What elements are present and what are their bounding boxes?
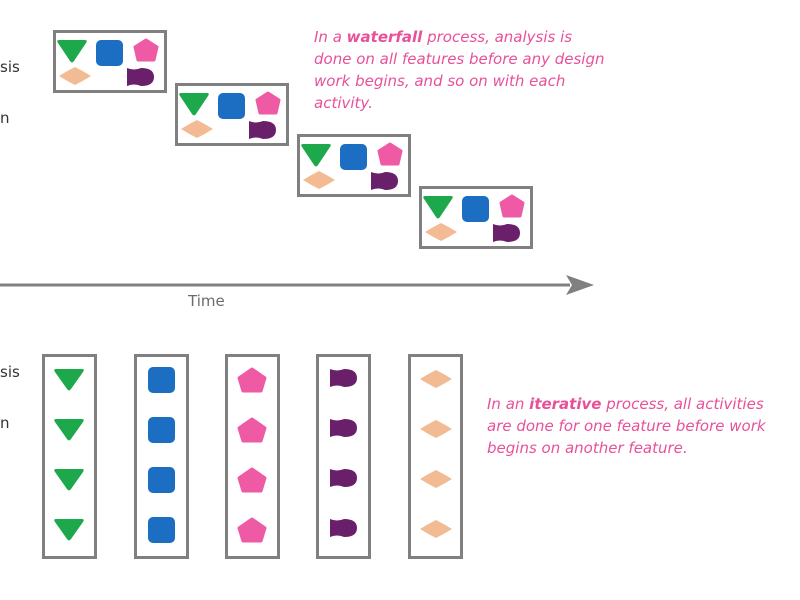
waterfall-keyword: waterfall: [346, 28, 423, 46]
iterative-keyword: iterative: [529, 395, 602, 413]
square-icon: [148, 417, 175, 443]
triangle-icon: [54, 369, 84, 391]
iterative-note: In an iterative process, all activities …: [487, 393, 767, 459]
waterfall-note: In a waterfall process, analysis is done…: [314, 26, 614, 114]
diamond-icon: [420, 370, 452, 388]
triangle-icon: [54, 419, 84, 441]
bowtie-icon: [371, 172, 398, 190]
diamond-icon: [420, 420, 452, 438]
square-icon: [340, 144, 367, 170]
triangle-icon: [179, 93, 209, 116]
pentagon-icon: [237, 367, 267, 393]
waterfall-stage-2: [175, 83, 289, 146]
diamond-icon: [420, 520, 452, 538]
row-label-design-bottom: n: [0, 414, 10, 432]
diamond-icon: [59, 67, 91, 85]
iterative-column-triangle: [42, 354, 97, 559]
diamond-icon: [425, 223, 457, 241]
stage-shapes: [57, 38, 159, 86]
iterative-column-pentagon: [225, 354, 280, 559]
iterative-note-suffix: process, all activities are done for one…: [487, 395, 766, 457]
pentagon-icon: [133, 38, 159, 62]
stage-shapes: [423, 194, 525, 242]
bowtie-icon: [127, 68, 154, 86]
square-icon: [148, 367, 175, 393]
column-shapes: [54, 369, 84, 541]
pentagon-icon: [499, 194, 525, 218]
triangle-icon: [57, 40, 87, 63]
waterfall-note-prefix: In a: [314, 28, 347, 46]
diamond-icon: [420, 470, 452, 488]
row-label-analysis-bottom: sis: [0, 363, 20, 381]
column-shapes: [237, 367, 267, 543]
iterative-column-bowtie: [316, 354, 371, 559]
row-label-design-top: n: [0, 109, 10, 127]
waterfall-stage-4: [419, 186, 533, 249]
row-label-analysis-top: sis: [0, 58, 20, 76]
bowtie-icon: [330, 369, 357, 387]
triangle-icon: [54, 519, 84, 541]
bowtie-icon: [330, 519, 357, 537]
column-shapes: [330, 369, 357, 537]
square-icon: [148, 517, 175, 543]
time-label: Time: [188, 292, 225, 310]
pentagon-icon: [377, 142, 403, 166]
stage-shapes: [179, 91, 281, 139]
square-icon: [462, 196, 489, 222]
triangle-icon: [54, 469, 84, 491]
bowtie-icon: [330, 419, 357, 437]
square-icon: [148, 467, 175, 493]
bowtie-icon: [493, 224, 520, 242]
stage-shapes: [301, 142, 403, 190]
square-icon: [218, 93, 245, 119]
column-shapes: [420, 370, 452, 538]
pentagon-icon: [237, 517, 267, 543]
waterfall-stage-1: [53, 30, 167, 93]
square-icon: [96, 40, 123, 66]
pentagon-icon: [255, 91, 281, 115]
waterfall-note-suffix: process, analysis is done on all feature…: [314, 28, 605, 112]
iterative-column-square: [134, 354, 189, 559]
iterative-note-prefix: In an: [487, 395, 530, 413]
diamond-icon: [181, 120, 213, 138]
time-arrow: [0, 275, 594, 295]
column-shapes: [148, 367, 175, 543]
bowtie-icon: [330, 469, 357, 487]
triangle-icon: [423, 196, 453, 219]
diamond-icon: [303, 171, 335, 189]
pentagon-icon: [237, 417, 267, 443]
pentagon-icon: [237, 467, 267, 493]
bowtie-icon: [249, 121, 276, 139]
iterative-column-diamond: [408, 354, 463, 559]
waterfall-stage-3: [297, 134, 411, 197]
triangle-icon: [301, 144, 331, 167]
